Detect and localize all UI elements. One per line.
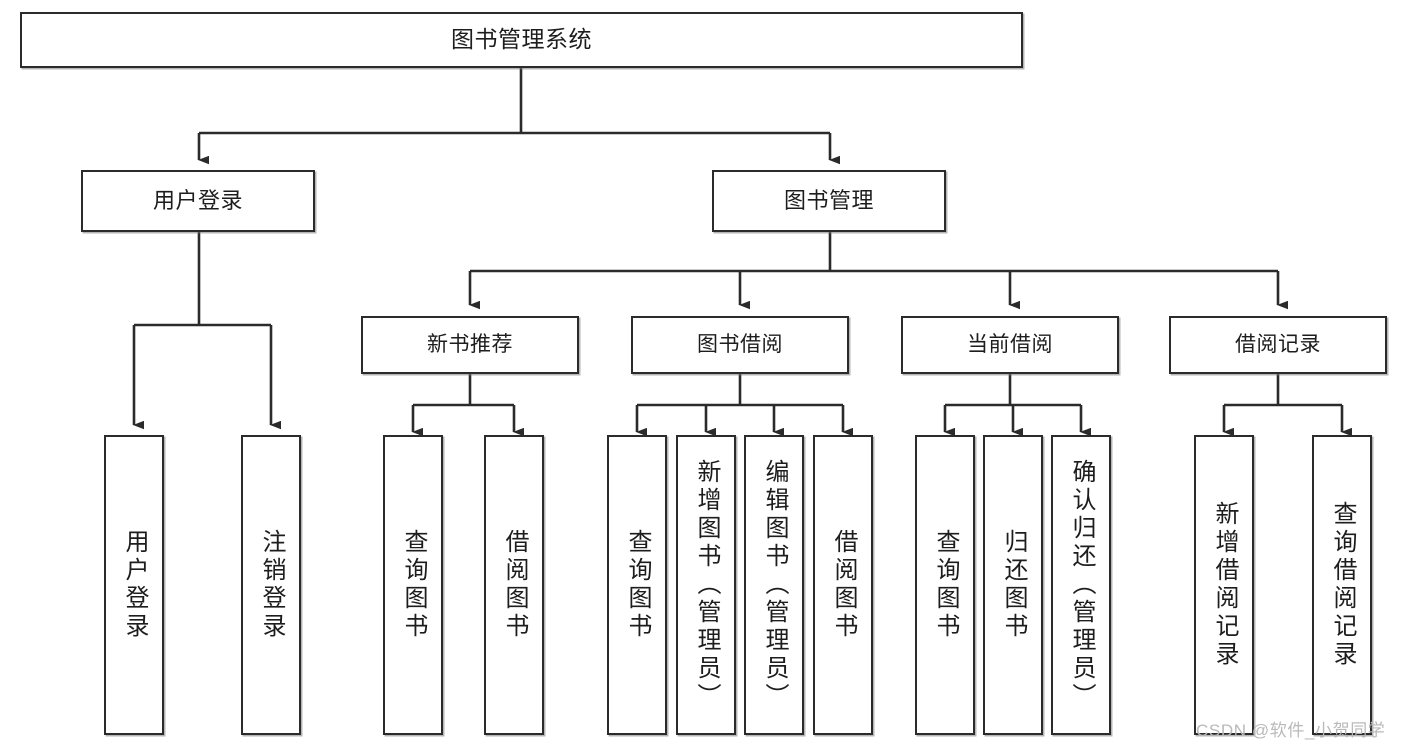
node-label: 查询借阅记录 [1329, 501, 1356, 669]
leaf-current-borrow-confirm-return-admin[interactable]: 确认归还（管理员） [1051, 435, 1111, 735]
node-label: 图书管理系统 [451, 26, 592, 53]
node-label: 用户登录 [152, 187, 243, 213]
node-label: 用户登录 [121, 529, 148, 641]
node-label: 查询图书 [932, 529, 959, 641]
node-label: 查询图书 [400, 529, 427, 641]
node-current-borrow[interactable]: 当前借阅 [901, 316, 1119, 374]
node-label: 归还图书 [1000, 529, 1027, 641]
node-label: 新增图书（管理员） [693, 459, 720, 711]
node-book-borrow[interactable]: 图书借阅 [631, 316, 849, 374]
node-label: 图书管理 [783, 187, 874, 213]
node-user-login[interactable]: 用户登录 [81, 170, 315, 232]
node-label: 查询图书 [624, 529, 651, 641]
leaf-user-login-logout[interactable]: 注销登录 [241, 435, 301, 735]
node-root-book-management-system[interactable]: 图书管理系统 [20, 12, 1023, 68]
node-label: 注销登录 [258, 529, 285, 641]
leaf-book-borrow-query-book[interactable]: 查询图书 [607, 435, 667, 735]
node-label: 借阅图书 [830, 529, 857, 641]
leaf-book-borrow-edit-book-admin[interactable]: 编辑图书（管理员） [744, 435, 804, 735]
leaf-borrow-record-query-record[interactable]: 查询借阅记录 [1312, 435, 1372, 735]
leaf-book-borrow-borrow-book[interactable]: 借阅图书 [813, 435, 873, 735]
leaf-user-login-login[interactable]: 用户登录 [104, 435, 164, 735]
node-label: 借阅图书 [501, 529, 528, 641]
node-new-book-recommend[interactable]: 新书推荐 [361, 316, 579, 374]
leaf-book-borrow-add-book-admin[interactable]: 新增图书（管理员） [676, 435, 736, 735]
node-label: 图书借阅 [697, 333, 783, 357]
node-label: 编辑图书（管理员） [761, 459, 788, 711]
leaf-borrow-record-add-record[interactable]: 新增借阅记录 [1194, 435, 1254, 735]
node-book-management[interactable]: 图书管理 [712, 170, 946, 232]
node-borrow-record[interactable]: 借阅记录 [1169, 316, 1387, 374]
node-label: 新书推荐 [427, 333, 513, 357]
node-label: 新增借阅记录 [1211, 501, 1238, 669]
node-label: 确认归还（管理员） [1068, 459, 1095, 711]
node-label: 当前借阅 [967, 333, 1053, 357]
leaf-new-book-query-book[interactable]: 查询图书 [383, 435, 443, 735]
node-label: 借阅记录 [1235, 333, 1321, 357]
leaf-current-borrow-query-book[interactable]: 查询图书 [915, 435, 975, 735]
leaf-new-book-borrow-book[interactable]: 借阅图书 [484, 435, 544, 735]
csdn-watermark: CSDN @软件_小贺同学 [1196, 721, 1386, 740]
leaf-current-borrow-return-book[interactable]: 归还图书 [983, 435, 1043, 735]
